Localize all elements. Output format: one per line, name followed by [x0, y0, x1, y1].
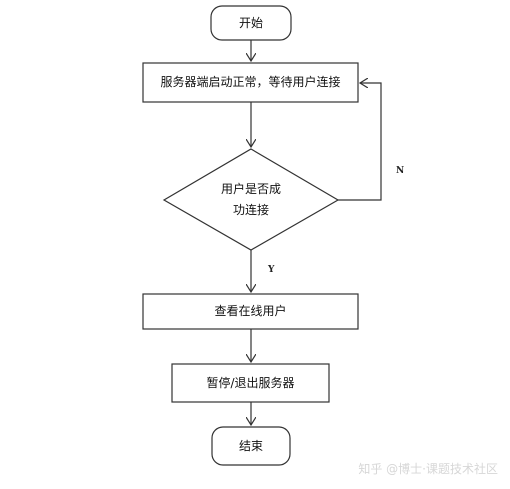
watermark-text: 知乎 @博士·课题技术社区 — [358, 462, 498, 476]
decision-label: 用户是否成 功连接 — [220, 182, 281, 217]
server-start-label: 服务器端启动正常，等待用户连接 — [160, 75, 341, 89]
no-edge-label: N — [396, 166, 405, 176]
end-node — [211, 426, 291, 466]
pause-exit-node — [171, 363, 330, 403]
view-online-label: 查看在线用户 — [214, 304, 287, 318]
end-label: 结束 — [238, 438, 263, 453]
edge-no-loop — [338, 83, 382, 201]
start-label: 开始 — [238, 15, 263, 30]
pause-exit-label: 暂停/退出服务器 — [206, 375, 295, 390]
yes-edge-label: Y — [268, 265, 275, 275]
server-start-node — [142, 62, 359, 103]
